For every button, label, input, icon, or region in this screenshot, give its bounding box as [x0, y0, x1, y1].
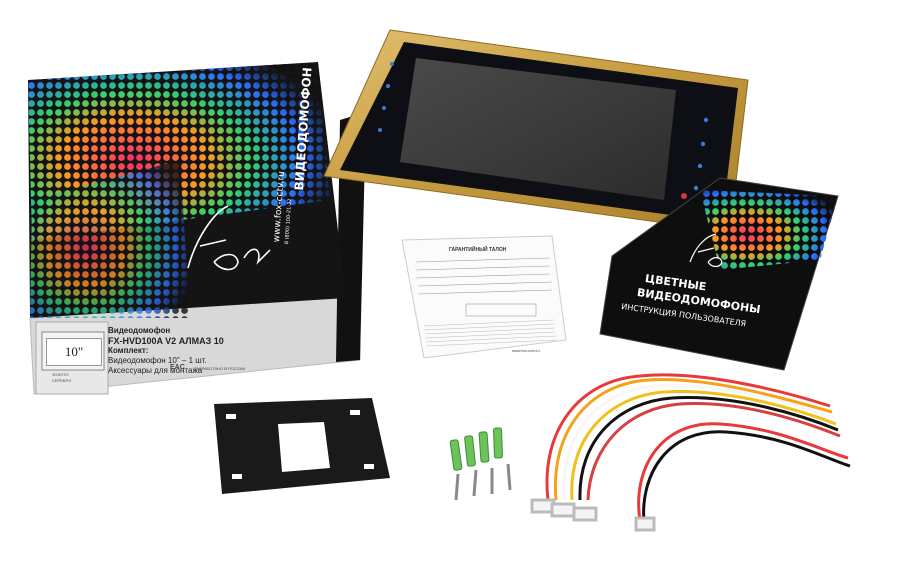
box-label-item2: Аксессуары для монтажа [108, 366, 203, 375]
made-in-label: РАЗРАБОТАНО В РОССИИ [194, 366, 246, 371]
eac-mark: EAC [170, 364, 185, 371]
warranty-card-site: www.fox-cctv.ru [512, 348, 540, 353]
color-option-silver: СЕРЕБРО [52, 378, 72, 383]
booklet-fox-logo [689, 233, 723, 268]
box-label-model: FX-HVD100A V2 АЛМАЗ 10 [108, 336, 224, 346]
warranty-card [401, 235, 567, 359]
fox-logo [187, 205, 271, 271]
mounting-hardware [449, 427, 512, 501]
box-label-item1: Видеодомофон 10" – 1 шт. [108, 356, 207, 365]
color-option-gold: ЗОЛОТО [52, 372, 69, 377]
mounting-bracket [214, 398, 390, 494]
video-intercom-monitor [323, 29, 749, 233]
box-label-line1: Видеодомофон [108, 326, 171, 335]
box-label: Видеодомофон FX-HVD100A V2 АЛМАЗ 10 Комп… [108, 326, 338, 376]
warranty-card-title: ГАРАНТИЙНЫЙ ТАЛОН [449, 247, 507, 253]
user-manual-booklet [599, 177, 839, 371]
product-box [28, 62, 366, 395]
connection-cables [530, 373, 851, 532]
box-label-kit: Комплект: [108, 346, 149, 355]
box-screen-size: 10" [46, 338, 102, 366]
monitor-screen [400, 58, 676, 200]
